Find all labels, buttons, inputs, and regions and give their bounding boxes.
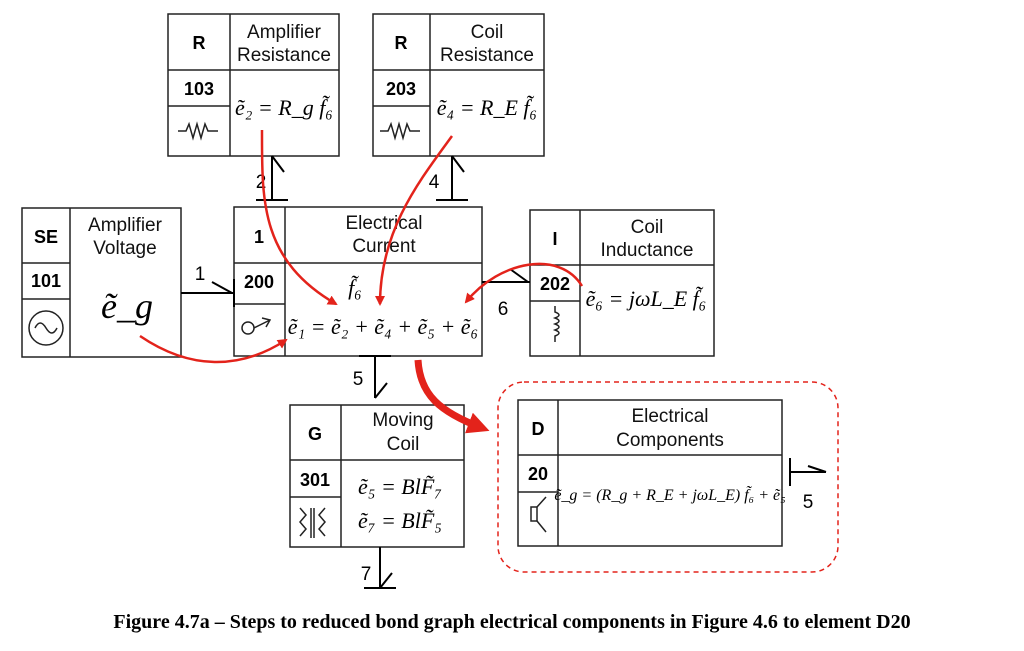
bond-5: 5 [353, 355, 391, 399]
element-type: R [395, 33, 408, 53]
resistor-icon [380, 121, 420, 141]
svg-text:5: 5 [803, 492, 814, 513]
element-type: I [552, 229, 557, 249]
inductor-icon [552, 306, 560, 342]
element-type: D [532, 419, 545, 439]
element-label-line2: Resistance [237, 45, 331, 66]
element-number: 202 [540, 274, 570, 294]
arrow-e6 [464, 262, 584, 304]
bond-6: 6 [482, 268, 530, 320]
bond-5-d20: 5 [789, 458, 827, 513]
element-label-line1: Amplifier [247, 22, 322, 43]
speaker-icon [530, 496, 547, 533]
element-label-line2: Components [616, 430, 724, 451]
element-r103: R Amplifier Resistance 103 ẽ₂ = R_g f̃₆ [167, 13, 340, 157]
element-equation: ẽ₁ = ẽ₂ + ẽ₄ + ẽ₅ + ẽ₆ [288, 314, 478, 339]
element-number: 103 [184, 79, 214, 99]
svg-text:4: 4 [429, 172, 440, 193]
element-r203: R Coil Resistance 203 ẽ₄ = R_E f̃₆ [372, 13, 545, 157]
element-number: 101 [31, 271, 61, 291]
bond-2: 2 [256, 155, 288, 201]
element-number: 20 [528, 464, 548, 484]
svg-text:5: 5 [353, 369, 364, 390]
element-label-line2: Inductance [601, 240, 694, 261]
element-type: 1 [254, 227, 264, 247]
element-label-line2: Resistance [440, 45, 534, 66]
arrow-e2 [260, 129, 338, 306]
current-icon [241, 317, 272, 335]
element-equation: ẽ₄ = R_E f̃₆ [437, 95, 537, 120]
element-se101: SE Amplifier Voltage 101 ẽ_g [21, 207, 182, 358]
reduction-region [497, 381, 839, 573]
element-number: 301 [300, 470, 330, 490]
element-number: 200 [244, 272, 274, 292]
element-i202: I Coil Inductance 202 ẽ₆ = jωL_E f̃₆ [529, 209, 715, 357]
element-label-line1: Electrical [631, 406, 708, 427]
element-label-line1: Electrical [345, 213, 422, 234]
element-label-line2: Coil [387, 434, 420, 455]
element-equation-2: ẽ₇ = BlF̃₅ [358, 508, 442, 533]
svg-text:7: 7 [361, 564, 372, 585]
ac-source-icon [28, 310, 64, 346]
element-equation: ẽ_g [101, 286, 153, 326]
element-j200: 1 Electrical Current 200 f̃₆ ẽ₁ = ẽ₂ + ẽ… [233, 206, 483, 357]
element-equation: ẽ₆ = jωL_E f̃₆ [586, 286, 707, 311]
arrow-e4 [375, 135, 454, 306]
element-label-line2: Current [352, 236, 416, 257]
arrow-to-d20 [414, 359, 490, 434]
svg-text:1: 1 [195, 264, 206, 285]
element-label-line1: Coil [631, 217, 664, 238]
element-flow: f̃₆ [348, 275, 362, 300]
bond-1: 1 [181, 264, 235, 307]
bond-4: 4 [429, 155, 468, 201]
element-equation-1: ẽ₅ = BlF̃₇ [358, 474, 442, 499]
arrow-eg [139, 334, 288, 364]
element-label-line1: Amplifier [88, 215, 163, 236]
svg-text:2: 2 [256, 172, 267, 193]
element-type: G [308, 424, 322, 444]
element-label-line1: Moving [372, 410, 433, 431]
bond-7: 7 [361, 547, 396, 589]
gyrator-icon [299, 507, 326, 538]
resistor-icon [178, 121, 218, 141]
element-d20: D Electrical Components 20 ẽ_g = (R_g + … [517, 399, 786, 547]
element-label-line1: Coil [471, 22, 504, 43]
element-equation: ẽ₂ = R_g f̃₆ [235, 95, 333, 120]
figure-caption: Figure 4.7a – Steps to reduced bond grap… [113, 611, 910, 633]
element-type: R [193, 33, 206, 53]
element-g301: G Moving Coil 301 ẽ₅ = BlF̃₇ ẽ₇ = BlF̃₅ [289, 404, 465, 548]
svg-text:6: 6 [498, 299, 509, 320]
element-type: SE [34, 227, 58, 247]
element-number: 203 [386, 79, 416, 99]
element-equation: ẽ_g = (R_g + R_E + jωL_E) f̃₆ + ẽ₅ [554, 486, 785, 504]
element-label-line2: Voltage [93, 238, 156, 259]
